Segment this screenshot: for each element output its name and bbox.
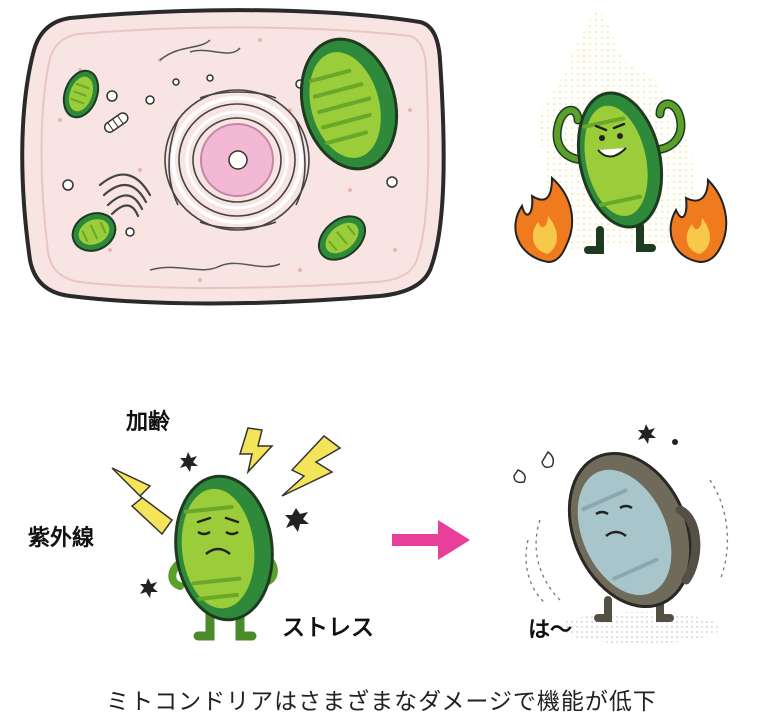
lightning-bolt-3 — [281, 434, 342, 497]
nucleolus — [228, 150, 248, 170]
cell-diagram — [20, 8, 446, 306]
burst-4 — [638, 424, 656, 444]
energetic-mitochondrion — [514, 10, 728, 264]
lysosome — [103, 112, 129, 133]
transition-arrow — [392, 520, 470, 560]
endoplasmic-reticulum — [164, 89, 310, 231]
mitochondrion-large — [299, 37, 399, 171]
burst-2 — [285, 508, 309, 532]
mitochondrion-small-1 — [62, 69, 100, 119]
lightning-bolt-2 — [238, 427, 274, 475]
dotted-shadow — [560, 612, 720, 644]
figure-caption: ミトコンドリアはさまざまなダメージで機能が低下 — [106, 689, 657, 715]
lightning-bolt-1 — [111, 467, 174, 536]
label-uv: 紫外線 — [28, 526, 95, 551]
mitochondrion-small-3 — [317, 215, 367, 261]
label-stress: ストレス — [282, 615, 374, 641]
tired-mitochondrion — [513, 424, 728, 644]
sweat-drop-1 — [541, 450, 555, 469]
stressed-mitochondrion — [111, 427, 342, 641]
burst-3 — [140, 578, 158, 598]
burst-1 — [180, 452, 198, 472]
label-aging: 加齢 — [126, 410, 171, 435]
golgi-apparatus — [98, 173, 152, 218]
sweat-drop-2 — [513, 469, 526, 484]
label-sigh: は〜 — [528, 618, 573, 643]
mitochondrion-small-2 — [71, 212, 117, 252]
flame-left — [514, 175, 574, 264]
flame-right — [669, 177, 728, 264]
